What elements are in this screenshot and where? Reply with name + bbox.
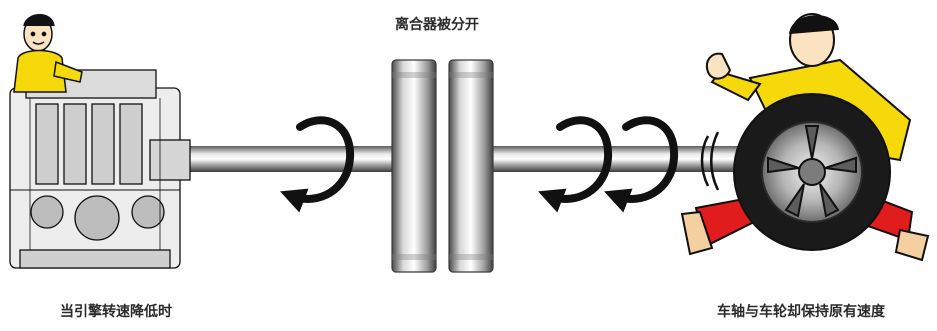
- rotation-arrow-icon: [280, 116, 355, 213]
- engine-state-caption: 当引擎转速降低时: [60, 304, 172, 320]
- clutch-disc-right: [448, 59, 494, 273]
- rotation-arrow-icon: [604, 116, 679, 213]
- engine-shaft: [180, 146, 392, 172]
- engine-block-icon: [9, 69, 191, 269]
- axle-state-caption: 车轴与车轮却保持原有速度: [717, 304, 885, 320]
- mechanic-icon: [13, 14, 83, 93]
- rotation-arrow-icon: [538, 116, 613, 213]
- running-man-with-wheel-icon: [680, 13, 930, 262]
- clutch-state-caption: 离合器被分开: [395, 17, 479, 33]
- motion-lines-icon: [700, 131, 720, 191]
- axle-shaft: [490, 146, 752, 172]
- clutch-disc-left: [391, 59, 437, 273]
